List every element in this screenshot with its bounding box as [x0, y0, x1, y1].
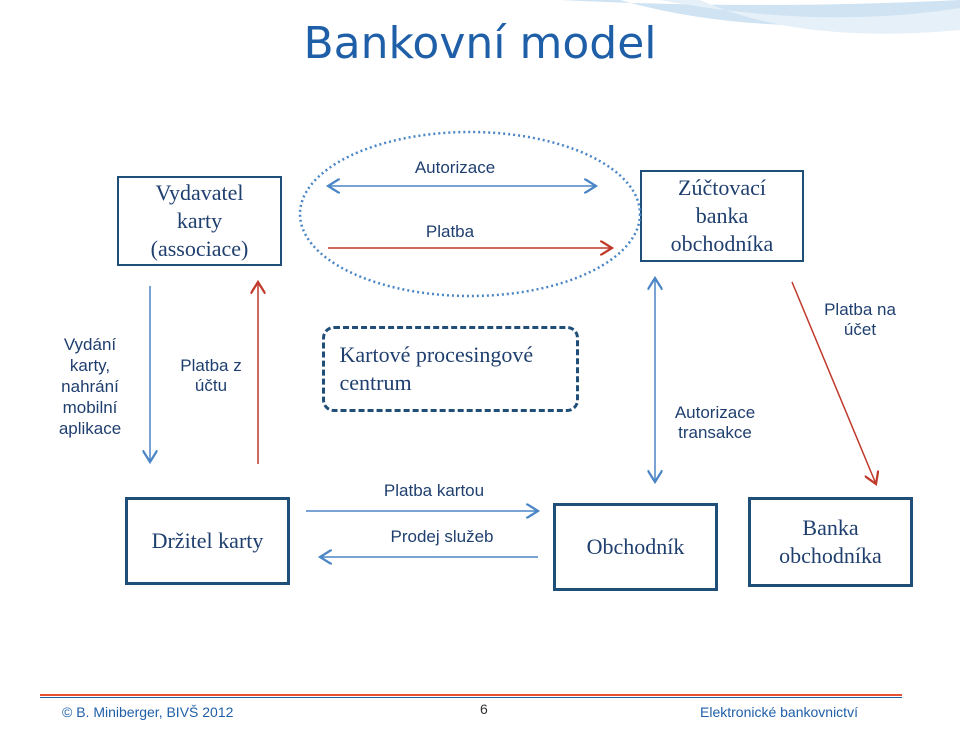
issuer-label: Vydavatel karty (associace): [150, 180, 249, 261]
cardholder-box: Držitel karty: [125, 497, 290, 585]
footer-divider-blue: [40, 697, 902, 698]
page-number: 6: [480, 701, 488, 717]
background-swoosh: [560, 0, 960, 34]
acquirer-label: Zúčtovací banka obchodníka: [670, 175, 774, 256]
processing-center-box: Kartové procesingové centrum: [322, 326, 579, 412]
footer-author: © B. Miniberger, BIVŠ 2012: [62, 704, 234, 720]
issuer-box: Vydavatel karty (associace): [117, 176, 282, 266]
scheme-ellipse: [298, 130, 642, 298]
sale-of-services-label: Prodej služeb: [390, 527, 494, 546]
payment-top-label: Platba: [425, 222, 475, 241]
cardholder-label: Držitel karty: [151, 528, 264, 553]
card-payment-label: Platba kartou: [383, 481, 485, 500]
acquirer-box: Zúčtovací banka obchodníka: [640, 170, 804, 262]
authorization-top-label: Autorizace: [414, 158, 496, 177]
issue-card-label: Vydání karty, nahrání mobilní aplikace: [58, 335, 122, 438]
payment-to-account-label: Platba na účet: [824, 300, 896, 339]
processing-center-label: Kartové procesingové centrum: [339, 342, 534, 395]
merchant-bank-box: Banka obchodníka: [748, 497, 913, 587]
merchant-bank-label: Banka obchodníka: [779, 515, 882, 568]
transaction-auth-label: Autorizace transakce: [674, 403, 756, 442]
pay-from-account-label: Platba z účtu: [180, 356, 242, 395]
footer-divider: [40, 694, 902, 696]
merchant-label: Obchodník: [586, 534, 685, 559]
merchant-box: Obchodník: [553, 503, 718, 591]
payment-to-account-arrow: [791, 281, 876, 484]
page-title: Bankovní model: [303, 18, 657, 69]
footer-course: Elektronické bankovnictví: [700, 704, 858, 720]
